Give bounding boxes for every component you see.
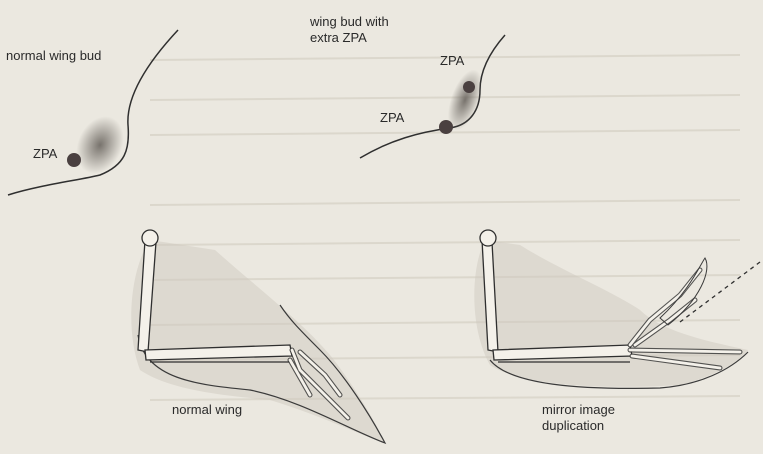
shoulder-joint [480,230,496,246]
zpa-dot-upper [463,81,475,93]
mirror-label-line2: duplication [542,418,615,434]
mirror-duplication-skeleton [474,230,760,388]
normal-wing-skeleton [131,230,385,443]
extra-zpa-bud-label-line2: extra ZPA [310,30,389,46]
zpa-upper-label: ZPA [440,53,464,69]
wing-silhouette [131,240,385,443]
zpa-dot [67,153,81,167]
extra-zpa-bud-label: wing bud with extra ZPA [310,14,389,46]
zpa-dot-lower [439,120,453,134]
normal-wing-label: normal wing [172,402,242,418]
shoulder-joint [142,230,158,246]
normal-wing-bud-label: normal wing bud [6,48,101,64]
mirror-label-line1: mirror image [542,402,615,418]
extra-zpa-bud-label-line1: wing bud with [310,14,389,30]
mirror-duplication-label: mirror image duplication [542,402,615,434]
leader-line [680,262,760,322]
morphogen-gradient [67,109,132,182]
zpa-label: ZPA [33,146,57,162]
zpa-lower-label: ZPA [380,110,404,126]
